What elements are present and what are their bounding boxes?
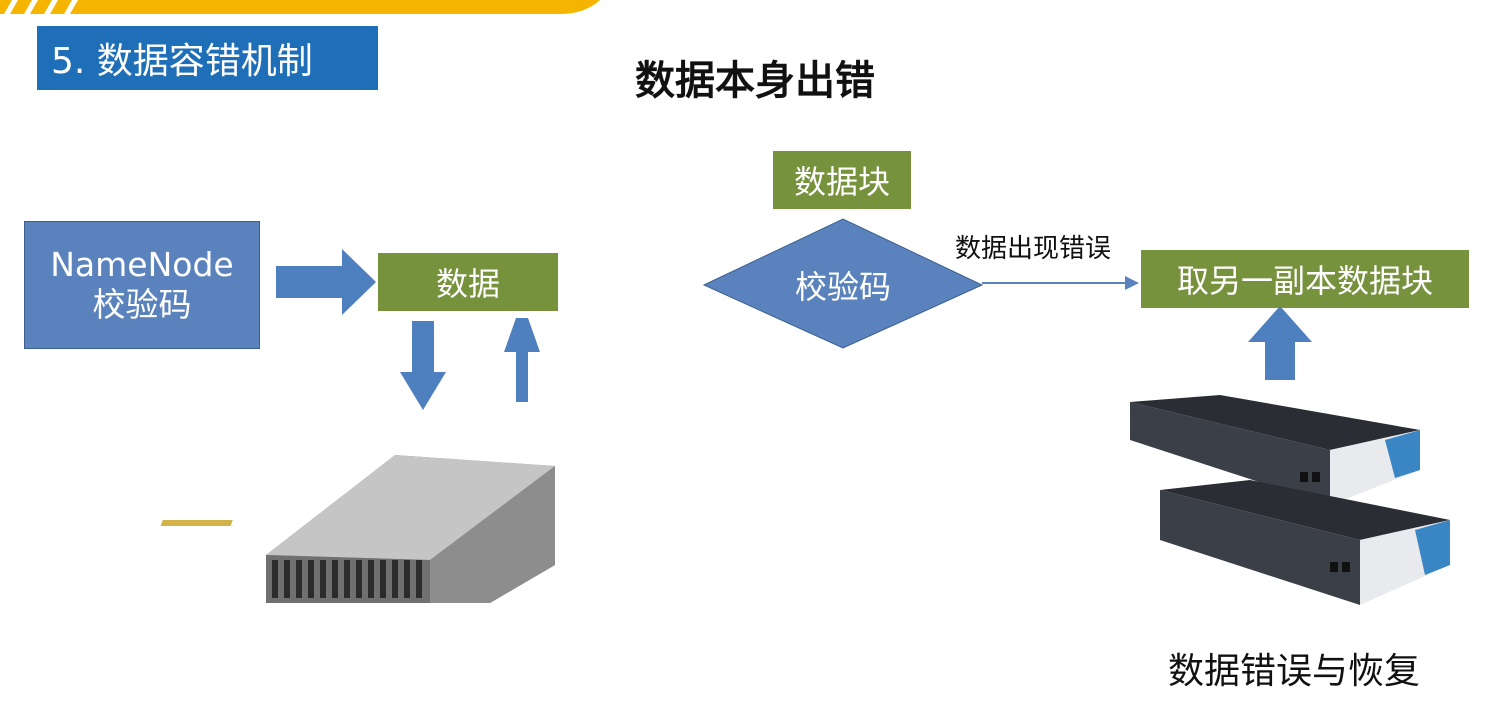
data-box: 数据: [378, 253, 558, 311]
server-chassis-image: [161, 455, 555, 603]
recovery-up-arrow: [1248, 306, 1312, 380]
other-replica-label: 取另一副本数据块: [1177, 256, 1433, 302]
error-connector-arrowhead: [1125, 276, 1139, 290]
other-replica-box: 取另一副本数据块: [1141, 250, 1469, 308]
down-block-arrow: [400, 321, 446, 410]
data-block-box: 数据块: [773, 151, 911, 209]
error-label: 数据出现错误: [955, 228, 1111, 265]
recovery-caption: 数据错误与恢复: [1168, 642, 1420, 694]
right-block-arrow: [276, 249, 376, 315]
rack-servers-image: [1130, 395, 1450, 605]
checksum-label: 校验码: [763, 262, 923, 308]
up-block-arrow: [504, 318, 540, 402]
data-block-label: 数据块: [794, 157, 890, 203]
data-box-label: 数据: [436, 259, 500, 305]
